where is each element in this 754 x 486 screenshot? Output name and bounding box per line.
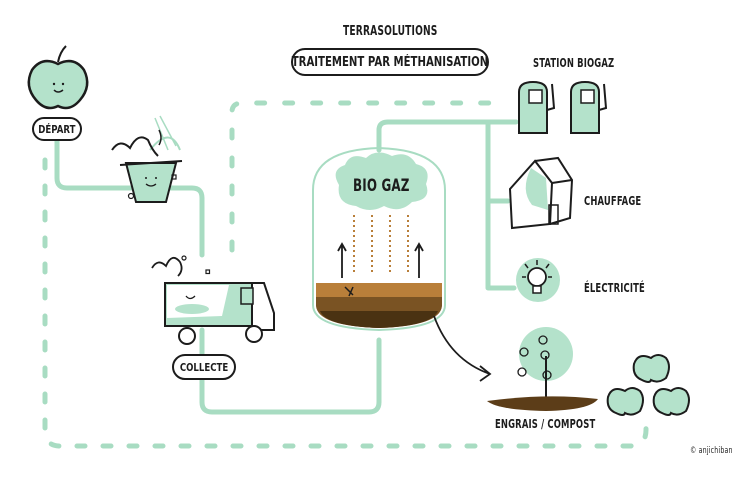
house-icon [508,156,574,230]
lightbulb-icon [516,258,560,302]
apple-tree-icon [487,327,598,411]
credit-text: © anjichiban [690,446,733,456]
apples-pyramid-icon [606,354,690,416]
brand-title: TERRASOLUTIONS [343,24,438,39]
heating-label: CHAUFFAGE [584,194,642,208]
digester-icon [312,146,492,382]
waste-bin-icon [111,115,183,203]
start-label-pill: DÉPART [32,117,82,141]
inner-dashed-path [229,100,509,253]
station-label: STATION BIOGAZ [533,56,615,70]
biogas-cloud-label: BIO GAZ [353,176,410,196]
process-flow-path [54,135,382,415]
return-loop-dashed-path [42,157,649,449]
gas-output-path [376,119,519,291]
start-apple-icon [27,45,89,110]
start-label: DÉPART [38,122,76,136]
biogas-pump-icon [518,80,608,134]
collect-label: COLLECTE [179,360,229,374]
diagram-title: TRAITEMENT PAR MÉTHANISATION [291,54,489,70]
diagram-title-pill: TRAITEMENT PAR MÉTHANISATION [291,48,489,76]
collect-label-pill: COLLECTE [172,354,236,380]
electricity-label: ÉLECTRICITÉ [584,281,645,295]
fertilizer-label: ENGRAIS / COMPOST [495,417,596,431]
collection-truck-icon [151,255,275,345]
